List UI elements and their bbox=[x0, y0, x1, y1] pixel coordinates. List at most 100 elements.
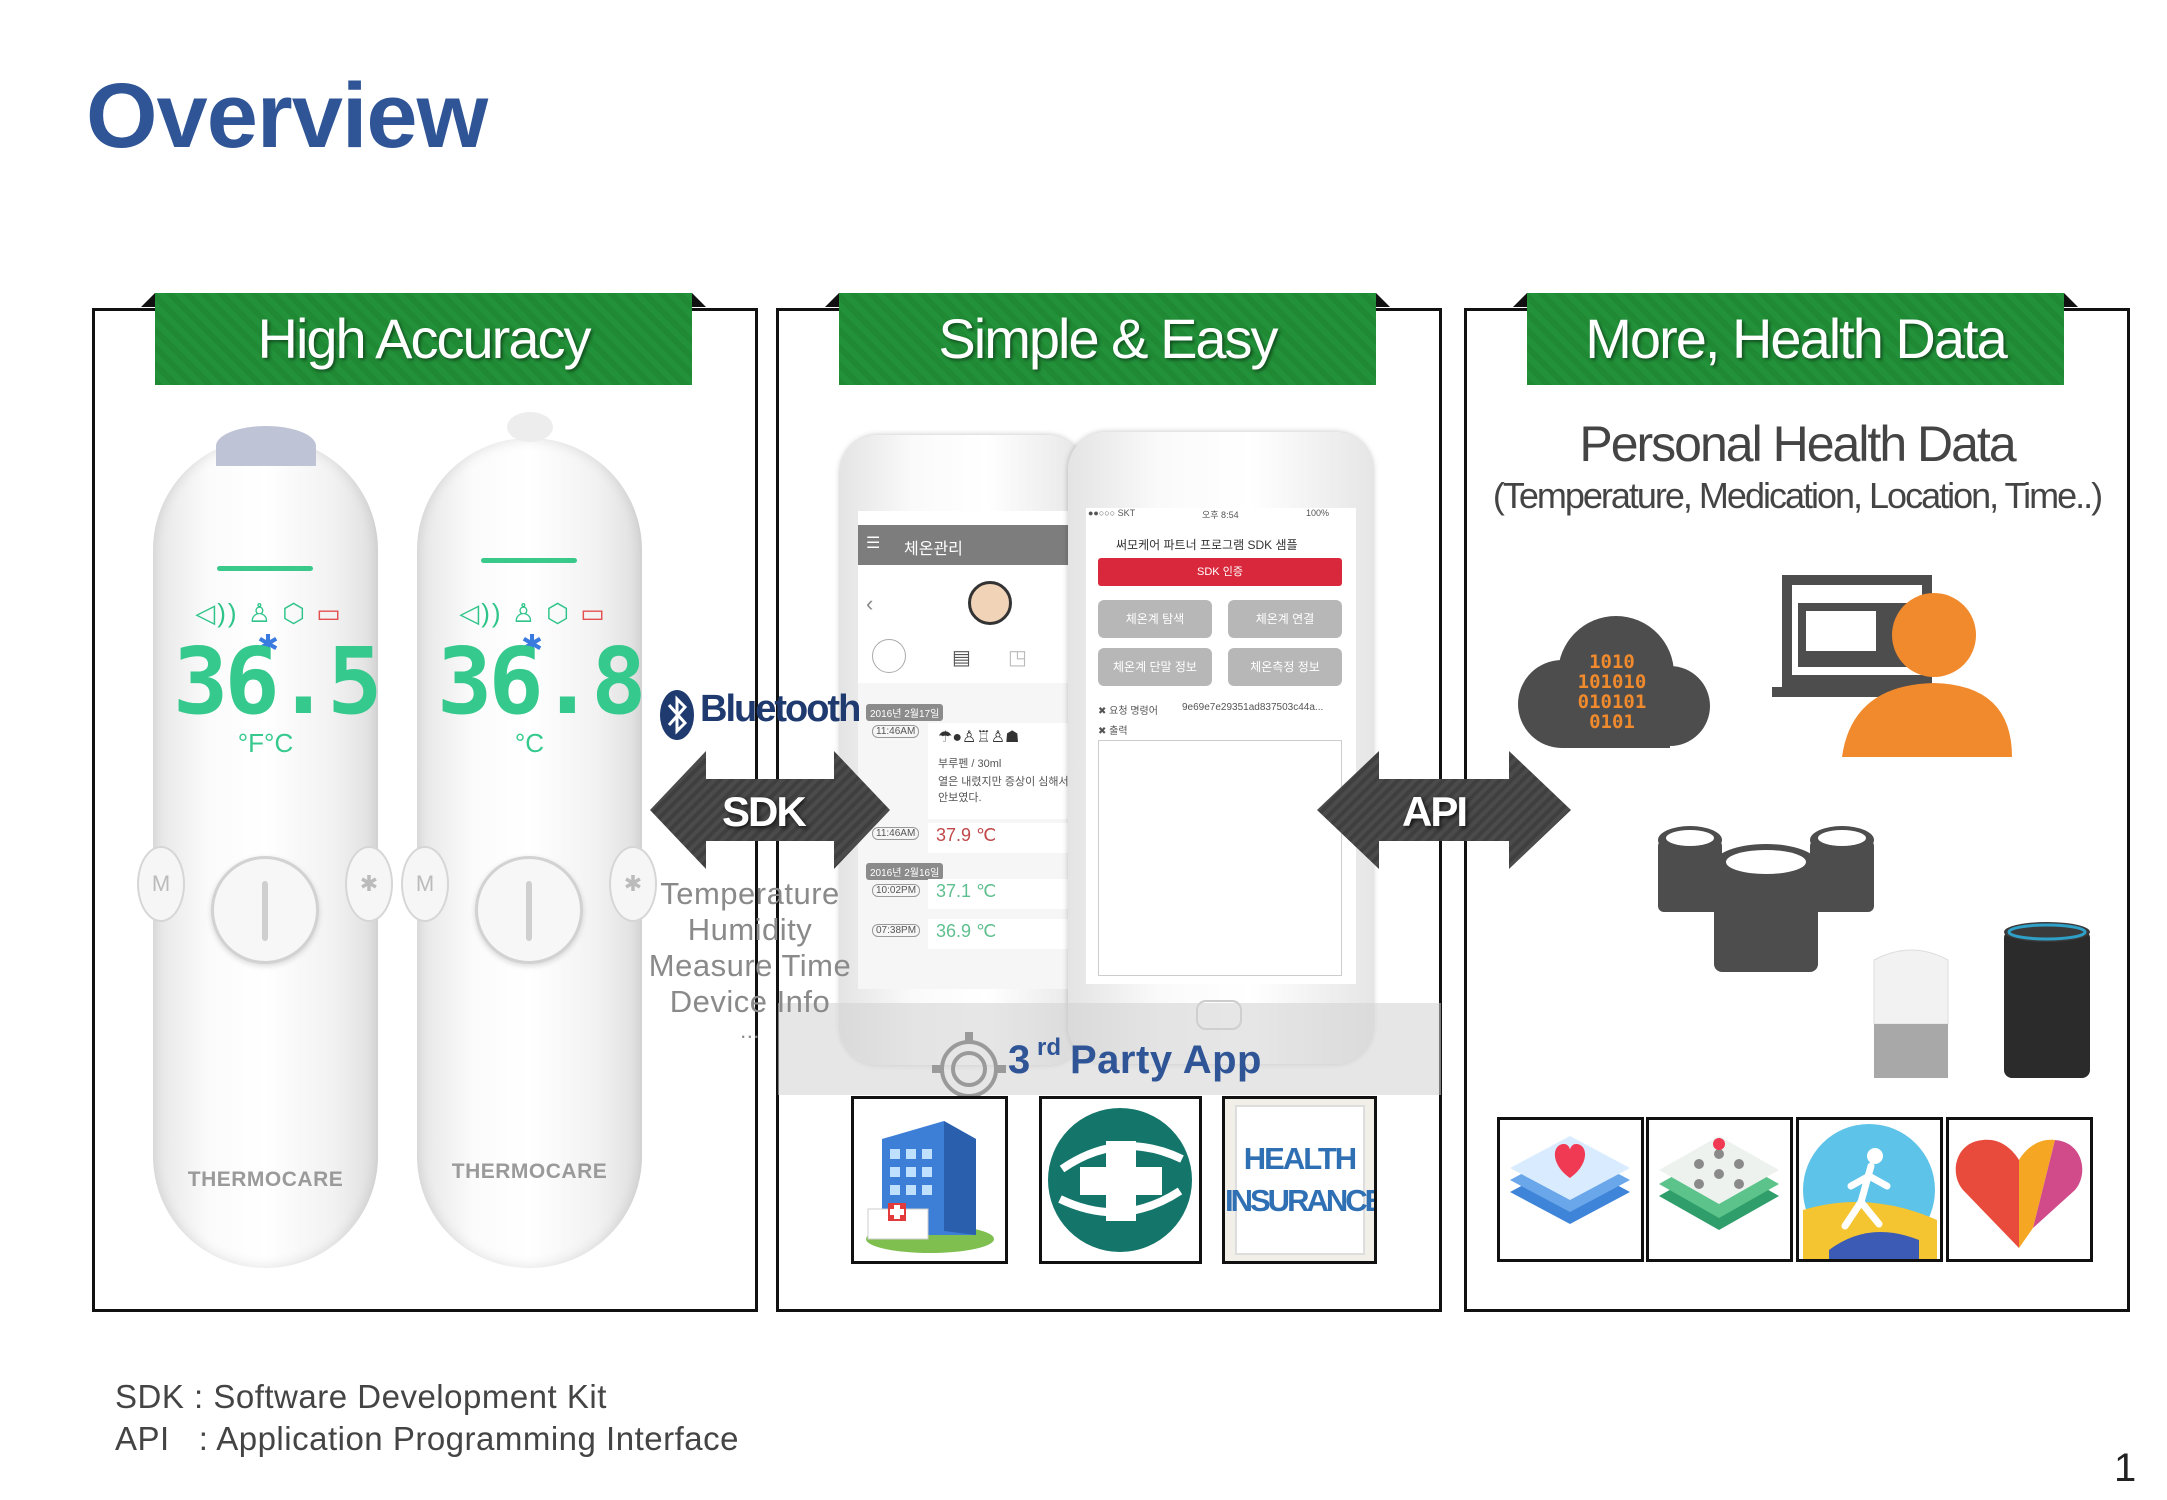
carekit-icon bbox=[1646, 1117, 1793, 1262]
sdk-data-item: Measure Time bbox=[648, 948, 852, 983]
brand-label: THERMOCARE bbox=[451, 1160, 608, 1183]
status-led bbox=[481, 558, 577, 563]
page-number: 1 bbox=[2114, 1446, 2137, 1490]
status-battery: 100% bbox=[1306, 508, 1330, 518]
smart-speaker-echo-icon bbox=[2004, 922, 2090, 1078]
bluetooth-label: Bluetooth bbox=[700, 688, 861, 730]
panel-title-high-accuracy: High Accuracy bbox=[141, 293, 706, 385]
sensor-tip bbox=[215, 426, 316, 466]
power-button-icon bbox=[211, 856, 319, 964]
device-info-button[interactable]: 체온계 단말 정보 bbox=[1098, 648, 1212, 686]
medication-note: 부루펜 / 30ml bbox=[938, 758, 1002, 770]
note-text-2: 안보였다. bbox=[938, 792, 982, 804]
panel-title-simple-easy: Simple & Easy bbox=[825, 293, 1390, 385]
phone-right: ●●○○○ SKT 오후 8:54 100% 써모케어 파트너 프로그램 SDK… bbox=[1068, 432, 1373, 1064]
mode-button-icon: M bbox=[137, 846, 185, 922]
request-label: ✖ 요청 명령어 bbox=[1098, 706, 1158, 717]
temperature-reading: 36.5 bbox=[173, 628, 383, 735]
api-double-arrow-icon bbox=[1317, 751, 1571, 869]
page-title: Overview bbox=[86, 65, 488, 167]
bluetooth-button-icon: ✱ bbox=[609, 846, 657, 922]
bluetooth-button-icon: ✱ bbox=[345, 846, 393, 922]
phone-right-screen: ●●○○○ SKT 오후 8:54 100% 써모케어 파트너 프로그램 SDK… bbox=[1086, 508, 1356, 984]
sdk-data-item: ... bbox=[740, 1018, 760, 1043]
binary-data-text: 1010 101010 010101 0101 bbox=[1577, 651, 1647, 733]
status-time: 오후 8:54 bbox=[1202, 510, 1239, 520]
user-computer-icon bbox=[1772, 575, 2012, 757]
thermometer-device-1: ◁)) ♙ ⬡ ▭ ✱ 36.5 °F°C M ✱ THERMOCARE bbox=[137, 426, 393, 1268]
date-label: 2016년 2월16일 bbox=[866, 863, 944, 880]
sdk-data-item: Humidity bbox=[687, 912, 813, 947]
app-header bbox=[858, 525, 1088, 565]
database-icon bbox=[1658, 826, 1874, 972]
bluetooth-small-icon: ✱ bbox=[257, 629, 281, 659]
health-data-subtitle: (Temperature, Medication, Location, Time… bbox=[1492, 475, 2103, 516]
sensor-tip bbox=[506, 412, 553, 442]
bluetooth-icon bbox=[660, 690, 694, 740]
activity-icons: ☂●♙♖♙☗ bbox=[938, 729, 1020, 746]
temp-reading: 37.9 ℃ bbox=[936, 825, 997, 845]
cloud-data-icon bbox=[1518, 616, 1710, 748]
api-arrow-label: API bbox=[1402, 788, 1468, 835]
chart-view-icon[interactable]: ◳ bbox=[1008, 647, 1027, 669]
thermometer-device-2: ◁)) ♙ ⬡ ▭ ✱ 36.8 °C M ✱ THERMOCARE bbox=[401, 412, 657, 1268]
mode-button-icon: M bbox=[401, 846, 449, 922]
temperature-reading: 36.8 bbox=[437, 628, 647, 735]
temperature-unit: °C bbox=[514, 728, 545, 758]
insurance-line-2: INSURANCE bbox=[1225, 1183, 1377, 1218]
medical-cross-icon bbox=[1039, 1096, 1202, 1264]
time-label: 11:46AM bbox=[872, 725, 920, 738]
status-icons: ◁)) ♙ ⬡ ▭ ✱ bbox=[195, 598, 343, 659]
thermometer-add-icon[interactable] bbox=[872, 639, 906, 673]
menu-icon[interactable]: ☰ bbox=[866, 535, 881, 552]
temp-reading: 37.1 ℃ bbox=[936, 881, 997, 901]
output-textarea[interactable] bbox=[1098, 740, 1342, 976]
health-insurance-icon: HEALTH INSURANCE bbox=[1222, 1096, 1377, 1264]
request-value: 9e69e7e29351ad837503c44a... bbox=[1182, 702, 1324, 713]
google-fit-heart-icon bbox=[1946, 1117, 2093, 1262]
insurance-line-1: HEALTH bbox=[1243, 1141, 1357, 1176]
third-party-superscript: rd bbox=[1037, 1034, 1061, 1061]
avatar bbox=[968, 581, 1012, 625]
power-button-icon bbox=[475, 856, 583, 964]
third-party-prefix: 3 bbox=[1008, 1038, 1031, 1082]
date-label: 2016년 2월17일 bbox=[866, 704, 944, 721]
battery-icon: ▭ bbox=[580, 598, 607, 628]
time-label: 10:02PM bbox=[872, 884, 921, 897]
bluetooth-small-icon: ✱ bbox=[521, 629, 545, 659]
connect-thermometer-button[interactable]: 체온계 연결 bbox=[1228, 600, 1342, 638]
app-title: 써모케어 파트너 프로그램 SDK 샘플 bbox=[1116, 538, 1298, 552]
health-data-title: Personal Health Data bbox=[1579, 416, 2016, 472]
measure-info-button[interactable]: 체온측정 정보 bbox=[1228, 648, 1342, 686]
note-text-1: 열은 내렸지만 증상이 심해서 bbox=[938, 776, 1069, 788]
panel-high-accuracy: High Accuracy ◁)) ♙ ⬡ ▭ ✱ 36.5 °F°C M ✱ … bbox=[92, 293, 758, 1312]
phone-left-screen: ☰ 체온관리 ‹ ▤ ◳ 2016년 2월17일 11:46AM ☂●♙♖♙☗ … bbox=[858, 511, 1088, 989]
sdk-data-item: Temperature bbox=[660, 876, 840, 911]
panel-title-health-data: More, Health Data bbox=[1513, 293, 2078, 385]
sdk-data-item: Device Info bbox=[669, 984, 831, 1019]
footer-api-definition: API : Application Programming Interface bbox=[115, 1420, 739, 1457]
phone-left: ☰ 체온관리 ‹ ▤ ◳ 2016년 2월17일 11:46AM ☂●♙♖♙☗ … bbox=[840, 435, 1088, 1065]
hospital-icon bbox=[851, 1096, 1008, 1264]
smart-speaker-home-icon bbox=[1873, 949, 1949, 1078]
status-icons: ◁)) ♙ ⬡ ▭ ✱ bbox=[459, 598, 607, 659]
search-thermometer-button[interactable]: 체온계 탐색 bbox=[1098, 600, 1212, 638]
status-led bbox=[217, 566, 313, 571]
brand-label: THERMOCARE bbox=[187, 1168, 344, 1191]
time-label: 07:38PM bbox=[872, 924, 921, 937]
list-view-icon[interactable]: ▤ bbox=[952, 647, 971, 669]
app-header-title: 체온관리 bbox=[904, 541, 963, 558]
output-label: ✖ 출력 bbox=[1098, 726, 1128, 737]
apple-health-icon bbox=[1497, 1117, 1644, 1262]
footer-sdk-definition: SDK : Software Development Kit bbox=[115, 1378, 607, 1415]
note-card bbox=[928, 723, 1088, 819]
time-label: 11:46AM bbox=[872, 827, 920, 840]
sdk-auth-button[interactable]: SDK 인증 bbox=[1098, 558, 1342, 586]
battery-icon: ▭ bbox=[316, 598, 343, 628]
back-icon[interactable]: ‹ bbox=[866, 591, 874, 616]
status-carrier: ●●○○○ SKT bbox=[1088, 508, 1136, 518]
temp-reading: 36.9 ℃ bbox=[936, 921, 997, 941]
third-party-label: Party App bbox=[1070, 1038, 1262, 1082]
third-party-bar bbox=[778, 1003, 1441, 1095]
sdk-double-arrow-icon bbox=[650, 751, 890, 869]
